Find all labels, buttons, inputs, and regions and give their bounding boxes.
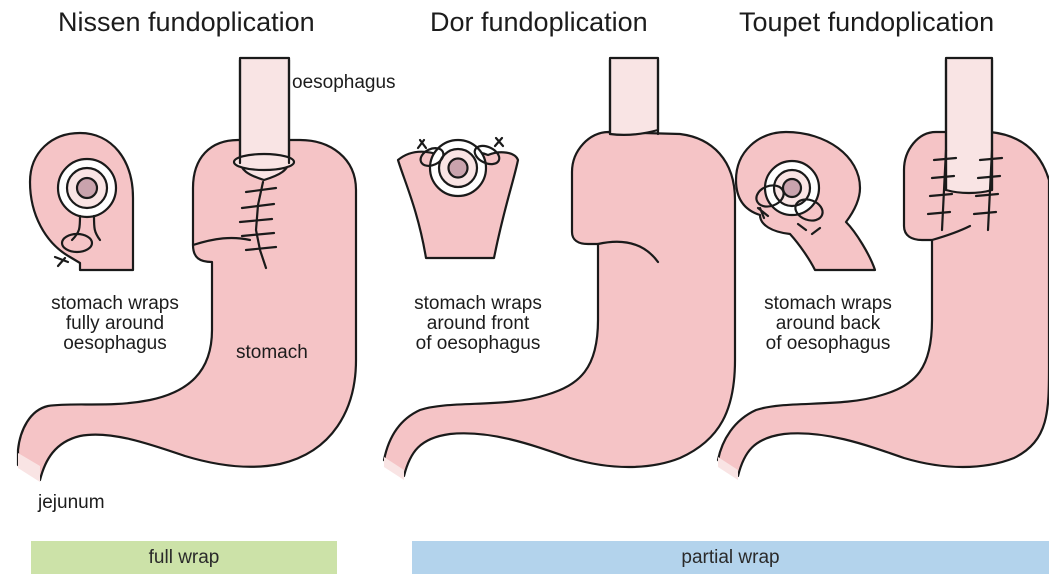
dor-description-line: around front [398,314,558,334]
oesophagus-label: oesophagus [292,73,396,93]
dor-description-line: of oesophagus [398,334,558,354]
nissen-description-line: oesophagus [36,334,194,354]
toupet-oesophagus [946,58,992,193]
toupet-description-line: around back [748,314,908,334]
dor-lumen [449,159,468,178]
nissen-lumen [77,178,97,198]
nissen-description-line: fully around [36,314,194,334]
toupet-description-line: of oesophagus [748,334,908,354]
toupet-description-line: stomach wraps [748,294,908,314]
toupet-description: stomach wraps around back of oesophagus [748,294,908,354]
dor-description-line: stomach wraps [398,294,558,314]
nissen-description: stomach wraps fully around oesophagus [36,294,194,354]
nissen-description-line: stomach wraps [36,294,194,314]
dor-description: stomach wraps around front of oesophagus [398,294,558,354]
stomach-label: stomach [236,343,308,363]
dor-oesophagus [610,58,658,135]
partial-wrap-bar: partial wrap [412,541,1049,574]
toupet-lumen [783,179,801,197]
full-wrap-bar: full wrap [31,541,337,574]
jejunum-label: jejunum [38,493,105,513]
